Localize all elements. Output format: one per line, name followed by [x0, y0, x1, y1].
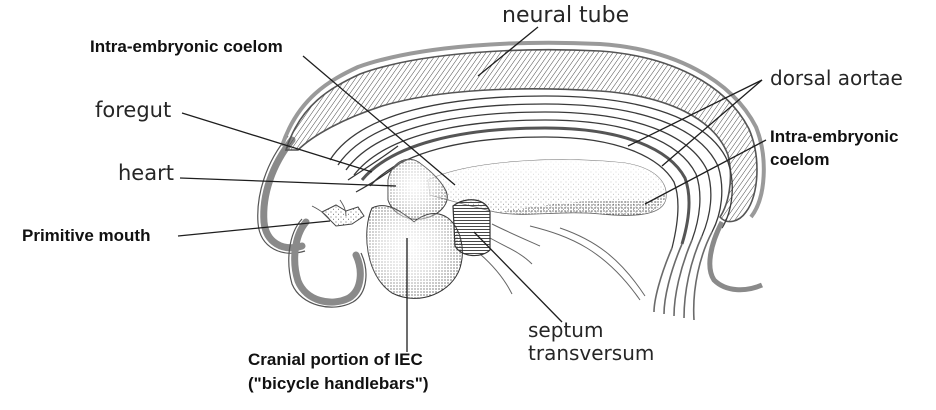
primitive-mouth-leader: [177, 220, 331, 237]
ventral-fibres: [479, 223, 646, 301]
leader-lines: [177, 26, 767, 352]
dorsal-layer-3: [345, 111, 712, 237]
dorsal-aortae-leader-1: [627, 79, 763, 147]
dorsal-aortae-leader-2: [661, 79, 763, 167]
neural-tube-label: neural tube: [502, 3, 630, 28]
fibre-5: [559, 227, 646, 297]
neural-tube-leader: [477, 26, 539, 77]
septum-leader: [473, 231, 563, 323]
fibre-3: [479, 253, 513, 295]
cranial-portion-label-line2: ("bicycle handlebars"): [248, 374, 429, 393]
foregut-wall-upper: [347, 145, 399, 181]
body-wall-layer-3: [673, 239, 693, 317]
right-body-wall: [653, 231, 713, 321]
top-coelom-leader: [302, 55, 456, 186]
fibre-2: [489, 237, 533, 265]
dorsal-layer-4: [353, 119, 701, 241]
foregut-label: foregut: [95, 98, 172, 122]
septum-label-line2: transversum: [528, 341, 655, 365]
body-wall-layer-5: [653, 247, 673, 313]
heart-label: heart: [118, 161, 174, 185]
cranial-portion-label-line1: Cranial portion of IEC: [248, 350, 423, 369]
right-coelom-label-line2: coelom: [770, 150, 830, 169]
lower-left-lobe-outline: [288, 218, 367, 308]
heart-tube-highlight: [388, 159, 448, 220]
top-coelom-label: Intra-embryonic coelom: [90, 37, 283, 56]
dorsal-layers: [329, 95, 733, 249]
primitive-mouth-fibres: [311, 199, 347, 221]
fibre-4: [529, 225, 641, 301]
dorsal-layer-1: [329, 95, 733, 229]
heart-leader: [179, 177, 397, 187]
fibre-1: [491, 223, 541, 247]
tail-fold: [707, 220, 764, 293]
lower-left-lobe: [291, 218, 364, 306]
head-body-wall-outline: [257, 135, 306, 254]
primitive-mouth-label: Primitive mouth: [22, 226, 151, 245]
foregut-leader: [181, 112, 373, 173]
mouth-fibre-2: [339, 199, 347, 217]
primitive-mouth-region: [321, 204, 365, 227]
septum-label-line1: septum: [528, 318, 604, 342]
head-body-wall: [260, 136, 306, 252]
body-wall-layer-1: [692, 231, 713, 321]
dorsal-layer-2: [337, 103, 723, 233]
septum-transversum-block: [452, 199, 491, 257]
dorsal-layer-6: [369, 136, 679, 249]
neural-tube-ectoderm: [280, 40, 766, 219]
body-wall-layer-4: [663, 243, 683, 315]
right-coelom-leader: [644, 139, 767, 205]
dorsal-aorta-stripe: [360, 126, 691, 245]
right-coelom-label-line1: Intra-embryonic: [770, 127, 899, 146]
dorsal-aortae-label: dorsal aortae: [770, 66, 903, 90]
neural-tube-band: [284, 48, 758, 223]
cranial-iec-highlight: [366, 205, 463, 299]
mouth-fibre-1: [311, 205, 331, 221]
coelom-tube-dense-edge: [500, 193, 666, 216]
body-wall-layer-2: [683, 235, 703, 319]
